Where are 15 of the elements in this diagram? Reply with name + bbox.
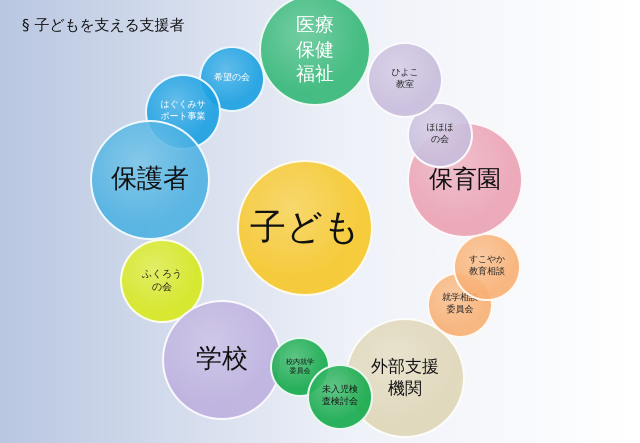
circle-label: 子ども [250, 206, 360, 250]
circle-label: ひよこ教室 [390, 68, 420, 92]
circle-label: 保育園 [429, 164, 501, 196]
circle-label: ほほほの会 [426, 123, 454, 147]
circle-label: 希望の会 [214, 73, 250, 85]
circle-label: 学校 [196, 343, 248, 376]
circle-label: ふくろうの会 [141, 268, 183, 294]
circle-label: すこやか教育相談 [468, 255, 506, 279]
title: § 子どもを支える支援者 [22, 16, 184, 35]
circle-label: はぐくみサポート事業 [160, 100, 206, 124]
circle-label: 保護者 [111, 163, 189, 196]
circle [259, 0, 371, 106]
circle-label: 外部支援機関 [370, 356, 440, 400]
circle-label: 未入児検査検討会 [321, 385, 359, 409]
circle-label: 医療保健福祉 [295, 12, 335, 88]
